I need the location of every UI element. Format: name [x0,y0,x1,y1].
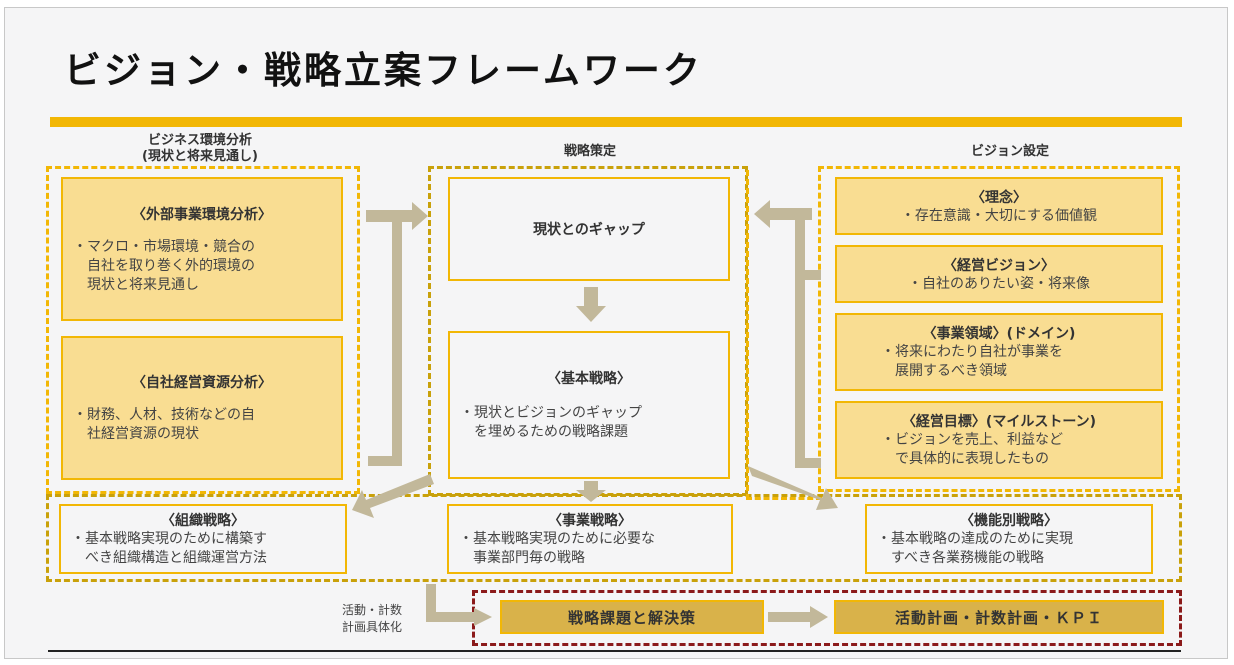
business-strategy-box: 〈事業戦略〉 ・基本戦略実現のために必要な 事業部門毎の戦略 [447,504,733,574]
business-strategy-text: ・基本戦略実現のために必要な 事業部門毎の戦略 [459,531,655,566]
to-organization-arrow-icon [352,474,434,518]
right-to-center-arrow-icon [754,200,812,228]
gap-box: 現状とのギャップ [448,177,730,281]
management-goals-text: ・ビジョンを売上、利益など で具体的に表現したもの [881,432,1063,467]
left-bracket-bottom [368,456,398,466]
management-vision-title: 〈経営ビジョン〉 [943,257,1055,274]
functional-strategy-text: ・基本戦略の達成のために実現 すべき各業務機能の戦略 [877,531,1073,566]
business-strategy-title: 〈事業戦略〉 [548,513,632,529]
philosophy-title: 〈理念〉 [971,189,1027,206]
left-column-heading: ビジネス環境分析 (現状と将来見通し) [120,133,280,165]
management-goals-box: 〈経営目標〉(マイルストーン) ・ビジョンを売上、利益など で具体的に表現したも… [835,401,1163,479]
basic-to-business-arrow-icon [576,481,606,502]
business-domain-box: 〈事業領域〉(ドメイン) ・将来にわたり自社が事業を 展開するべき領域 [835,313,1163,391]
basic-strategy-box: 〈基本戦略〉 ・現状とビジョンのギャップ を埋めるための戦略課題 [448,331,730,479]
business-domain-title: 〈事業領域〉(ドメイン) [922,326,1076,342]
functional-strategy-box: 〈機能別戦略〉 ・基本戦略の達成のために実現 すべき各業務機能の戦略 [865,504,1153,574]
internal-resources-title: 〈自社経営資源分析〉 [132,375,272,391]
action-plan-kpi-box: 活動計画・計数計画・ＫＰＩ [834,600,1164,634]
activity-planning-note: 活動・計数 計画具体化 [341,603,402,634]
left-heading-line2: (現状と将来見通し) [142,149,258,164]
plan-row-arrow-shaft [768,612,812,622]
right-column-heading: ビジョン設定 [970,144,1049,159]
right-bracket-mid [795,270,821,280]
to-functional-arrow-icon [748,466,838,510]
plan-row-arrow-icon [810,606,828,628]
title-accent-bar [50,117,1182,127]
external-environment-text: ・マクロ・市場環境・競合の 自社を取り巻く外的環境の 現状と将来見通し [73,238,255,293]
internal-resources-box: 〈自社経営資源分析〉 ・財務、人材、技術などの自 社経営資源の現状 [61,336,343,480]
functional-strategy-title: 〈機能別戦略〉 [960,513,1058,529]
bottom-rule [48,650,1181,652]
strategy-row-group [46,494,1182,582]
business-environment-group [46,166,360,494]
basic-strategy-title: 〈基本戦略〉 [547,371,631,387]
left-to-center-arrow-icon [366,202,428,230]
plan-elbow-vertical [426,584,436,622]
management-goals-title: 〈経営目標〉(マイルストーン) [901,414,1097,430]
gap-title: 現状とのギャップ [533,222,645,238]
internal-resources-text: ・財務、人材、技術などの自 社経営資源の現状 [73,407,255,442]
center-column-heading: 戦略策定 [563,144,616,159]
vision-connector-frame [746,170,822,500]
philosophy-text: ・存在意識・大切にする価値観 [900,207,1098,224]
organization-strategy-title: 〈組織戦略〉 [161,513,245,529]
external-environment-title: 〈外部事業環境分析〉 [132,206,272,223]
left-bracket-vertical [392,216,402,466]
organization-strategy-box: 〈組織戦略〉 ・基本戦略実現のために構築す べき組織構造と組織運営方法 [59,504,347,574]
organization-strategy-text: ・基本戦略実現のために構築す べき組織構造と組織運営方法 [71,531,267,566]
strategic-issues-box: 戦略課題と解決策 [500,600,764,634]
left-heading-line1: ビジネス環境分析 [147,133,252,148]
external-environment-box: 〈外部事業環境分析〉 ・マクロ・市場環境・競合の 自社を取り巻く外的環境の 現状… [61,177,343,321]
management-vision-box: 〈経営ビジョン〉 ・自社のありたい姿・将来像 [835,245,1163,303]
management-vision-text: ・自社のありたい姿・将来像 [908,275,1090,292]
vision-setting-group [818,166,1180,492]
philosophy-box: 〈理念〉 ・存在意識・大切にする価値観 [835,177,1163,235]
gap-to-basic-arrow-icon [576,287,606,322]
to-strategic-issues-arrow-icon [474,608,492,626]
page-title: ビジョン・戦略立案フレームワーク [64,49,703,92]
right-bracket-bottom [795,458,821,468]
right-bracket-vertical [795,214,805,468]
plan-elbow-horizontal [426,612,476,622]
business-domain-text: ・将来にわたり自社が事業を 展開するべき領域 [881,344,1063,379]
basic-strategy-text: ・現状とビジョンのギャップ を埋めるための戦略課題 [460,405,642,440]
